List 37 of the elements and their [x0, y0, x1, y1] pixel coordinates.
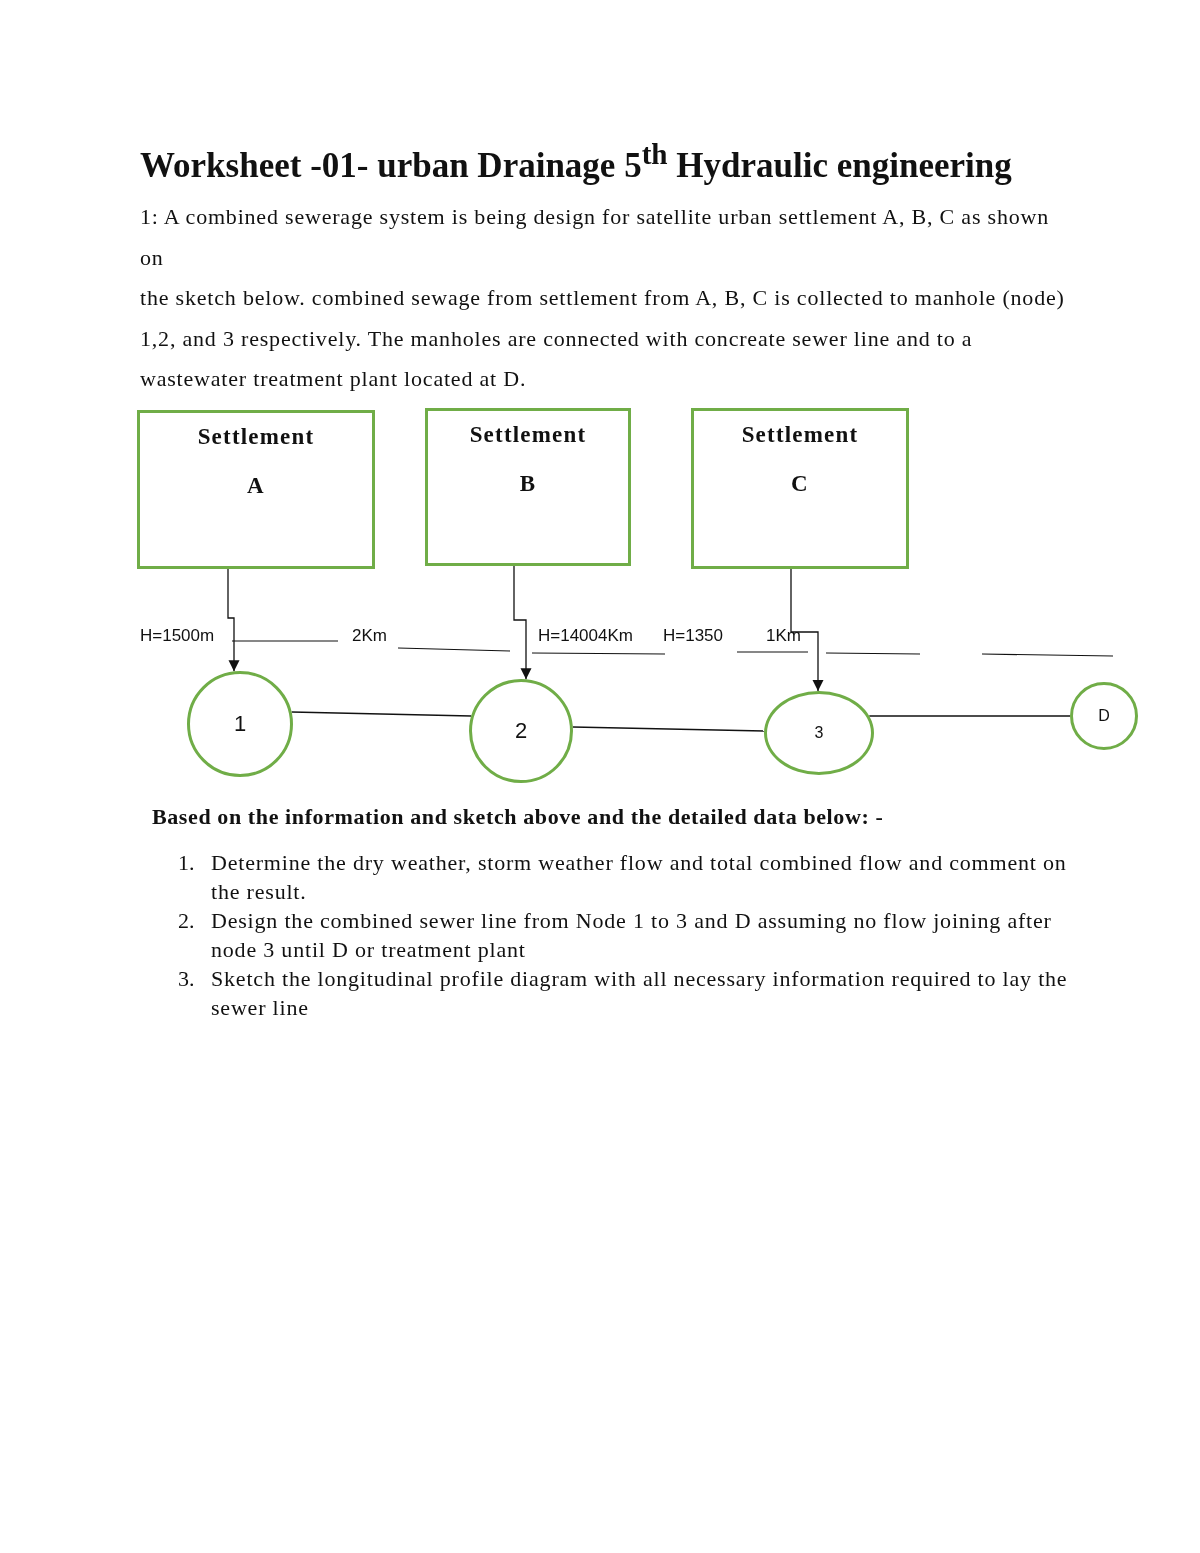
list-number: 1.: [178, 849, 195, 877]
node-number: 3: [814, 724, 824, 742]
manhole-circle: [187, 671, 293, 777]
distance-label: 1Km: [766, 626, 801, 647]
connector-line: [868, 715, 1071, 717]
question-text: Determine the dry weather, storm weather flow and total combined flow and comment on the result.: [211, 849, 1068, 906]
distance-label: 2Km: [352, 626, 387, 647]
problem-paragraph: the sketch below. combined sewage from settlement from A, B, C is collected to manhole (node) 1,2, and 3 respectively. The manholes are connected with concreate sewer line and to a wastewater treatment plant located at D.: [140, 284, 1066, 393]
arrow: [790, 568, 824, 692]
manhole-circle: [469, 679, 573, 783]
elevation-label: H=1500m: [140, 626, 215, 647]
question-text: Design the combined sewer line from Node 1 to 3 and D assuming no flow joining after node 3 until D or treatment plant: [211, 907, 1053, 964]
box-letter: A: [247, 473, 265, 499]
instruction-heading: Based on the information and sketch above and the detailed data below: -: [152, 804, 884, 831]
settlement-box: [137, 410, 375, 569]
settlement-box: [425, 408, 631, 566]
box-heading: Settlement: [197, 424, 315, 450]
node-number: 2: [514, 718, 528, 744]
arrow: [513, 565, 532, 680]
node-number: 1: [233, 711, 247, 737]
list-number: 2.: [178, 907, 195, 935]
settlement-box: [691, 408, 909, 569]
elevation-label: H=1350: [663, 626, 724, 647]
arrow: [227, 568, 240, 672]
node-number: D: [1098, 707, 1110, 725]
manhole-circle: [1070, 682, 1138, 750]
manhole-circle: [764, 691, 874, 775]
connector-line: [572, 726, 765, 732]
elevation-label: H=14004Km: [538, 626, 633, 647]
box-heading: Settlement: [469, 422, 587, 448]
question-text: Sketch the longitudinal profile diagram with all necessary information required to lay the sewer line: [211, 965, 1069, 1022]
list-number: 3.: [178, 965, 195, 993]
box-letter: C: [791, 471, 809, 497]
box-heading: Settlement: [741, 422, 859, 448]
box-letter: B: [519, 471, 537, 497]
connector-line: [290, 711, 472, 717]
page-title: Worksheet -01- urban Drainage 5$^{th}$ Hydraulic engineering: [140, 138, 1012, 186]
